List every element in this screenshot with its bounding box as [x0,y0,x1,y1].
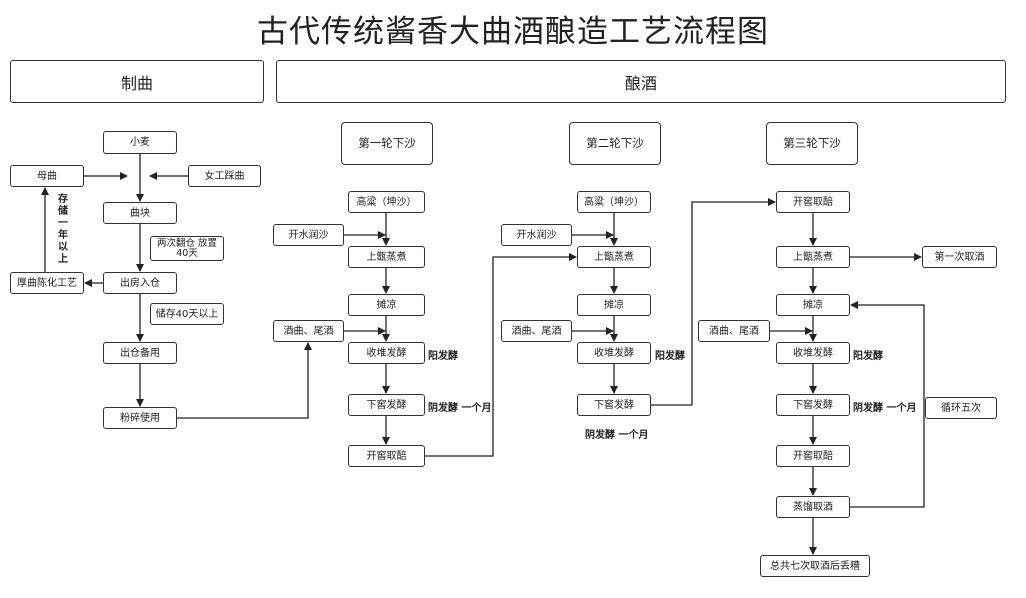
round3-xunhuan: 循环五次 [925,397,997,419]
node-houqu: 厚曲陈化工艺 [10,272,84,294]
diagram-title: 古代传统酱香大曲酒酿造工艺流程图 [257,14,769,50]
round3-tanliang: 摊凉 [776,294,850,316]
node-fensui: 粉碎使用 [103,407,177,429]
round3-zonggong: 总共七次取酒后丢糟 [760,555,870,577]
round1-kaijiao: 开窖取醅 [348,445,425,467]
round2-gaoliang: 高粱（坤沙） [577,191,651,213]
node-chucun: 储存40天以上 [150,303,224,325]
label-storage-one-year: 存储一年以上 [58,194,68,265]
node-nvgong: 女工踩曲 [188,165,261,187]
node-muqu: 母曲 [10,165,84,187]
node-fanchang: 两次翻仓 放置40天 [150,236,224,261]
round2-yang-label: 阳发酵 [655,351,685,362]
edge-r1-to-r2 [425,253,577,457]
edge-r3-loop [850,301,925,508]
round2-title: 第二轮下沙 [569,122,661,165]
round2-jiuqu: 酒曲、尾酒 [501,320,572,342]
edge-fensui-jiuqu [177,342,312,419]
round1-title: 第一轮下沙 [341,122,433,165]
round3-kaijiao1: 开窖取醅 [776,191,850,213]
round3-duiji: 收堆发酵 [776,342,850,364]
round2-kaishui: 开水润沙 [501,224,572,246]
round1-zheng: 上甑蒸煮 [348,246,425,268]
round3-yin-label: 阴发酵 一个月 [853,403,917,414]
round2-tanliang: 摊凉 [577,294,651,316]
round3-zhengliu: 蒸馏取酒 [776,496,850,518]
round3-xiajiao: 下窖发酵 [776,394,850,416]
round1-yin-label: 阴发酵 一个月 [428,403,492,414]
round1-xiajiao: 下窖发酵 [348,394,425,416]
round1-gaoliang: 高粱（坤沙） [348,191,425,213]
node-xiaomai: 小麦 [103,131,177,154]
round3-title: 第三轮下沙 [766,122,858,165]
round2-yin-label: 阴发酵 一个月 [585,430,649,441]
round2-xiajiao: 下窖发酵 [577,394,651,416]
round3-diyici: 第一次取酒 [922,246,997,268]
round1-yang-label: 阳发酵 [428,351,458,362]
node-qukuai: 曲块 [103,202,177,224]
section-header-niangjiu: 酿酒 [276,60,1006,103]
round1-jiuqu: 酒曲、尾酒 [273,320,344,342]
node-chufang: 出房入仓 [103,272,177,294]
round3-jiuqu: 酒曲、尾酒 [698,320,770,342]
section-header-zhiqu: 制曲 [10,60,264,103]
round1-duiji: 收堆发酵 [348,342,425,364]
round2-duiji: 收堆发酵 [577,342,651,364]
round3-zheng: 上甑蒸煮 [776,246,850,268]
round3-yang-label: 阳发酵 [853,351,883,362]
round1-tanliang: 摊凉 [348,294,425,316]
round2-zheng: 上甑蒸煮 [577,246,651,268]
node-chucang: 出仓备用 [103,342,177,364]
round1-kaishui: 开水润沙 [273,224,344,246]
edge-r2-to-r3 [651,198,776,406]
round3-kaijiao2: 开窖取醅 [776,445,850,467]
